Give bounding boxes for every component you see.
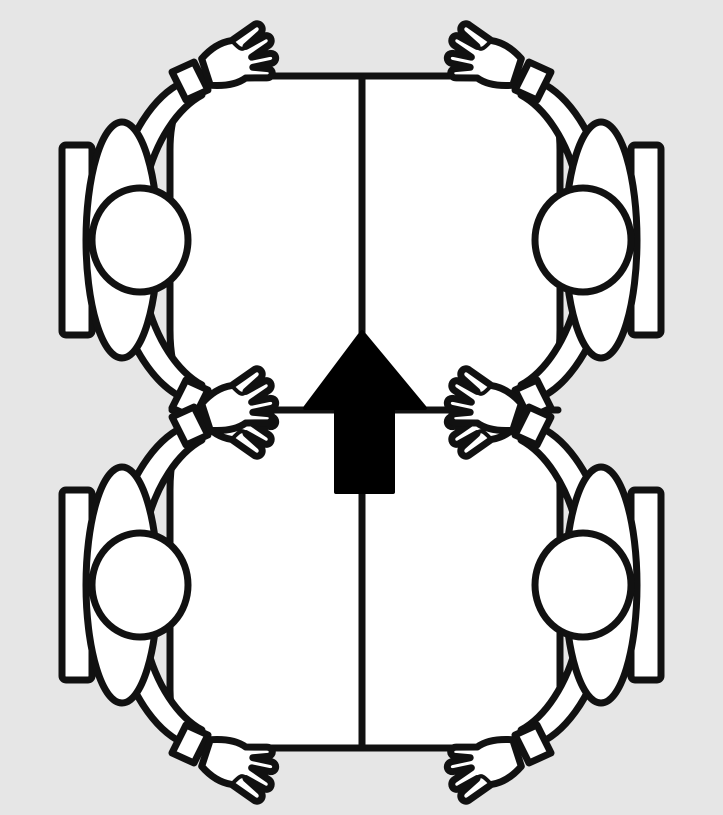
diagram-canvas <box>0 0 723 815</box>
team-lift-diagram <box>0 0 723 815</box>
